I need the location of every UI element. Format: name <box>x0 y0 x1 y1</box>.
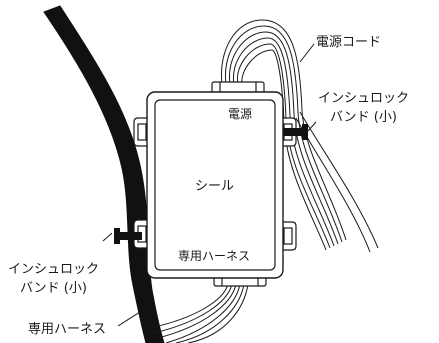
label-cable-tie-right-line1: インシュロック <box>318 91 409 106</box>
cable-tie-right-icon <box>284 121 317 140</box>
harness-wires-bottom <box>149 283 249 343</box>
label-cable-tie-left-line1: インシュロック <box>8 262 99 277</box>
label-cable-tie-right-line2: バンド (小) <box>330 110 397 125</box>
label-box-power: 電源 <box>228 107 252 121</box>
leader-lines <box>117 43 315 327</box>
main-box-outer <box>146 91 284 279</box>
leader-harness <box>117 311 141 327</box>
cable-tie-left-icon <box>102 228 142 244</box>
leader-power-cord <box>299 43 315 63</box>
main-box-inner <box>154 99 276 271</box>
label-box-seal: シール <box>195 179 234 194</box>
label-power-cord: 電源コード <box>316 35 381 50</box>
label-box-harness: 専用ハーネス <box>178 249 250 263</box>
label-harness-outside: 専用ハーネス <box>28 322 106 337</box>
label-cable-tie-left-line2: バンド (小) <box>20 281 87 296</box>
harness-cable-black <box>43 5 165 343</box>
power-cord-wires <box>220 19 379 253</box>
